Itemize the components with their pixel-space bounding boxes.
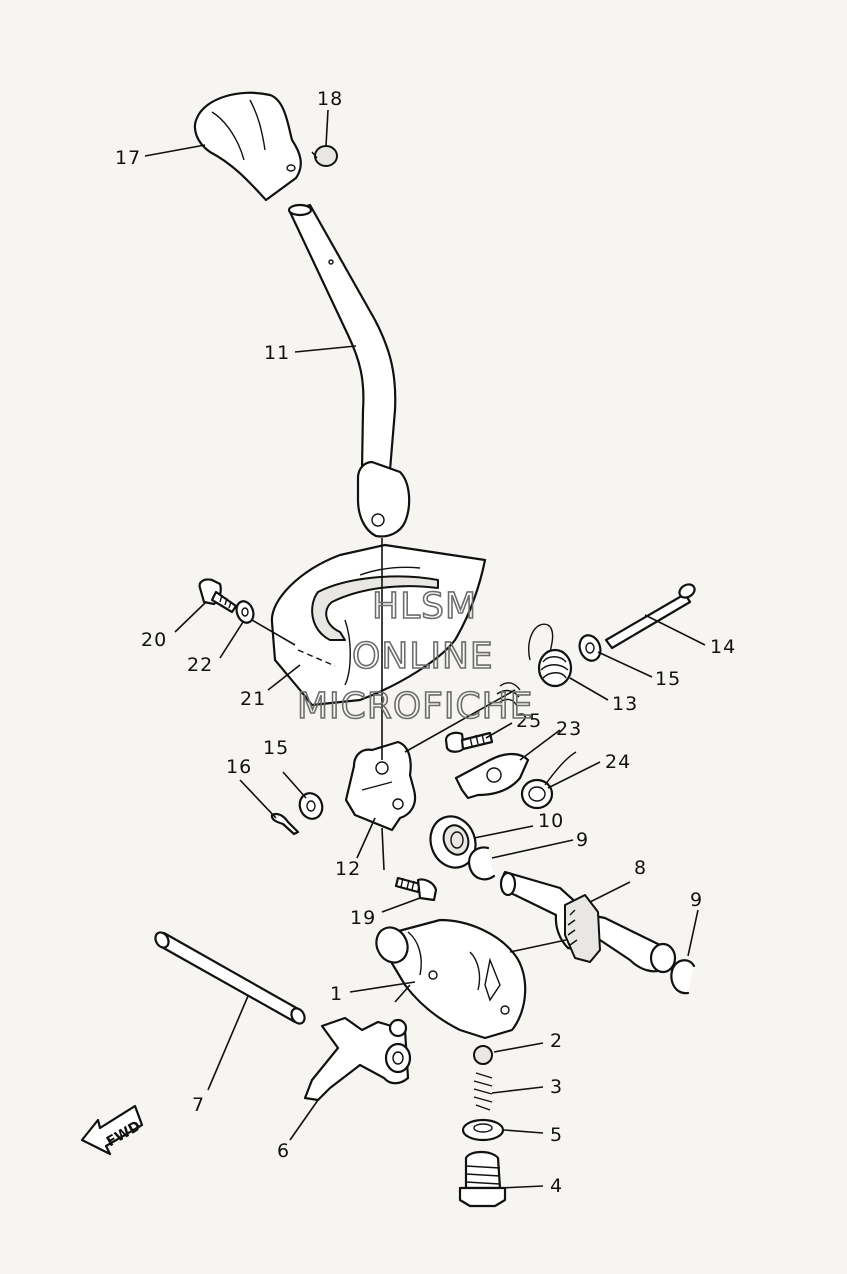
- callout-7: 7: [192, 1094, 205, 1116]
- part-12-shift-arm: [344, 740, 417, 832]
- part-19-bolt: [394, 876, 438, 902]
- fwd-arrow-icon: FWD: [80, 1104, 144, 1156]
- callout-leaders: [144, 109, 706, 1189]
- callout-2: 2: [550, 1030, 563, 1052]
- part-6-shift-fork: [303, 1016, 412, 1102]
- part-7-rod: [154, 931, 306, 1025]
- callout-25: 25: [516, 710, 542, 732]
- watermark-line-1: HLSM: [372, 586, 477, 627]
- callout-5: 5: [550, 1124, 563, 1146]
- callout-12: 12: [335, 858, 361, 880]
- callout-17: 17: [115, 147, 141, 169]
- part-8-shift-shaft: [499, 870, 677, 974]
- callout-23: 23: [556, 718, 582, 740]
- callout-20: 20: [141, 629, 167, 651]
- callout-6: 6: [277, 1140, 290, 1162]
- part-24-spring: [520, 751, 577, 810]
- watermark: HLSM ONLINE MICROFICHE: [296, 585, 533, 728]
- callout-8: 8: [634, 857, 647, 879]
- part-4-plug: [458, 1150, 507, 1208]
- callout-15-upper: 15: [655, 668, 681, 690]
- part-16-cotter-pin: [270, 812, 300, 836]
- callout-24: 24: [605, 751, 631, 773]
- callout-9-lower: 9: [690, 889, 703, 911]
- part-15-washer: [578, 634, 602, 662]
- callout-1: 1: [330, 983, 343, 1005]
- part-10-oil-seal: [429, 815, 477, 869]
- part-1-shift-drum: [375, 918, 527, 1040]
- part-9a-circlip: [468, 846, 496, 881]
- callout-labels: 17 18 11 20 22 21 14 15 13 25 23 24 16 1…: [115, 88, 736, 1197]
- callout-16: 16: [226, 756, 252, 778]
- callout-15-lower: 15: [263, 737, 289, 759]
- callout-22: 22: [187, 654, 213, 676]
- part-2-ball: [473, 1045, 493, 1065]
- callout-11: 11: [264, 342, 290, 364]
- part-23-plate: [454, 752, 530, 800]
- callout-18: 18: [317, 88, 343, 110]
- callout-14: 14: [710, 636, 736, 658]
- part-14-pin: [604, 583, 696, 650]
- watermark-line-2: ONLINE: [352, 636, 494, 677]
- part-15b-washer: [298, 792, 324, 820]
- part-21-bracket: [270, 543, 487, 707]
- alignment-lines: [251, 538, 516, 1003]
- part-3-spring: [473, 1072, 493, 1111]
- callout-3: 3: [550, 1076, 563, 1098]
- part-5-washer: [461, 1118, 505, 1142]
- part-22-washer: [235, 600, 255, 624]
- callout-13: 13: [612, 693, 638, 715]
- part-13-spring: [496, 623, 573, 707]
- part-20-bolt: [198, 578, 238, 614]
- callout-10: 10: [538, 810, 564, 832]
- part-18-cap: [311, 145, 338, 167]
- callout-19: 19: [350, 907, 376, 929]
- part-25-bolt: [444, 731, 494, 753]
- callout-9-upper: 9: [576, 829, 589, 851]
- callout-21: 21: [240, 688, 266, 710]
- part-17-knob: [193, 91, 302, 202]
- part-9b-circlip: [670, 959, 696, 995]
- callout-4: 4: [550, 1175, 563, 1197]
- part-11-shift-lever: [287, 203, 411, 538]
- watermark-line-3: MICROFICHE: [297, 686, 533, 727]
